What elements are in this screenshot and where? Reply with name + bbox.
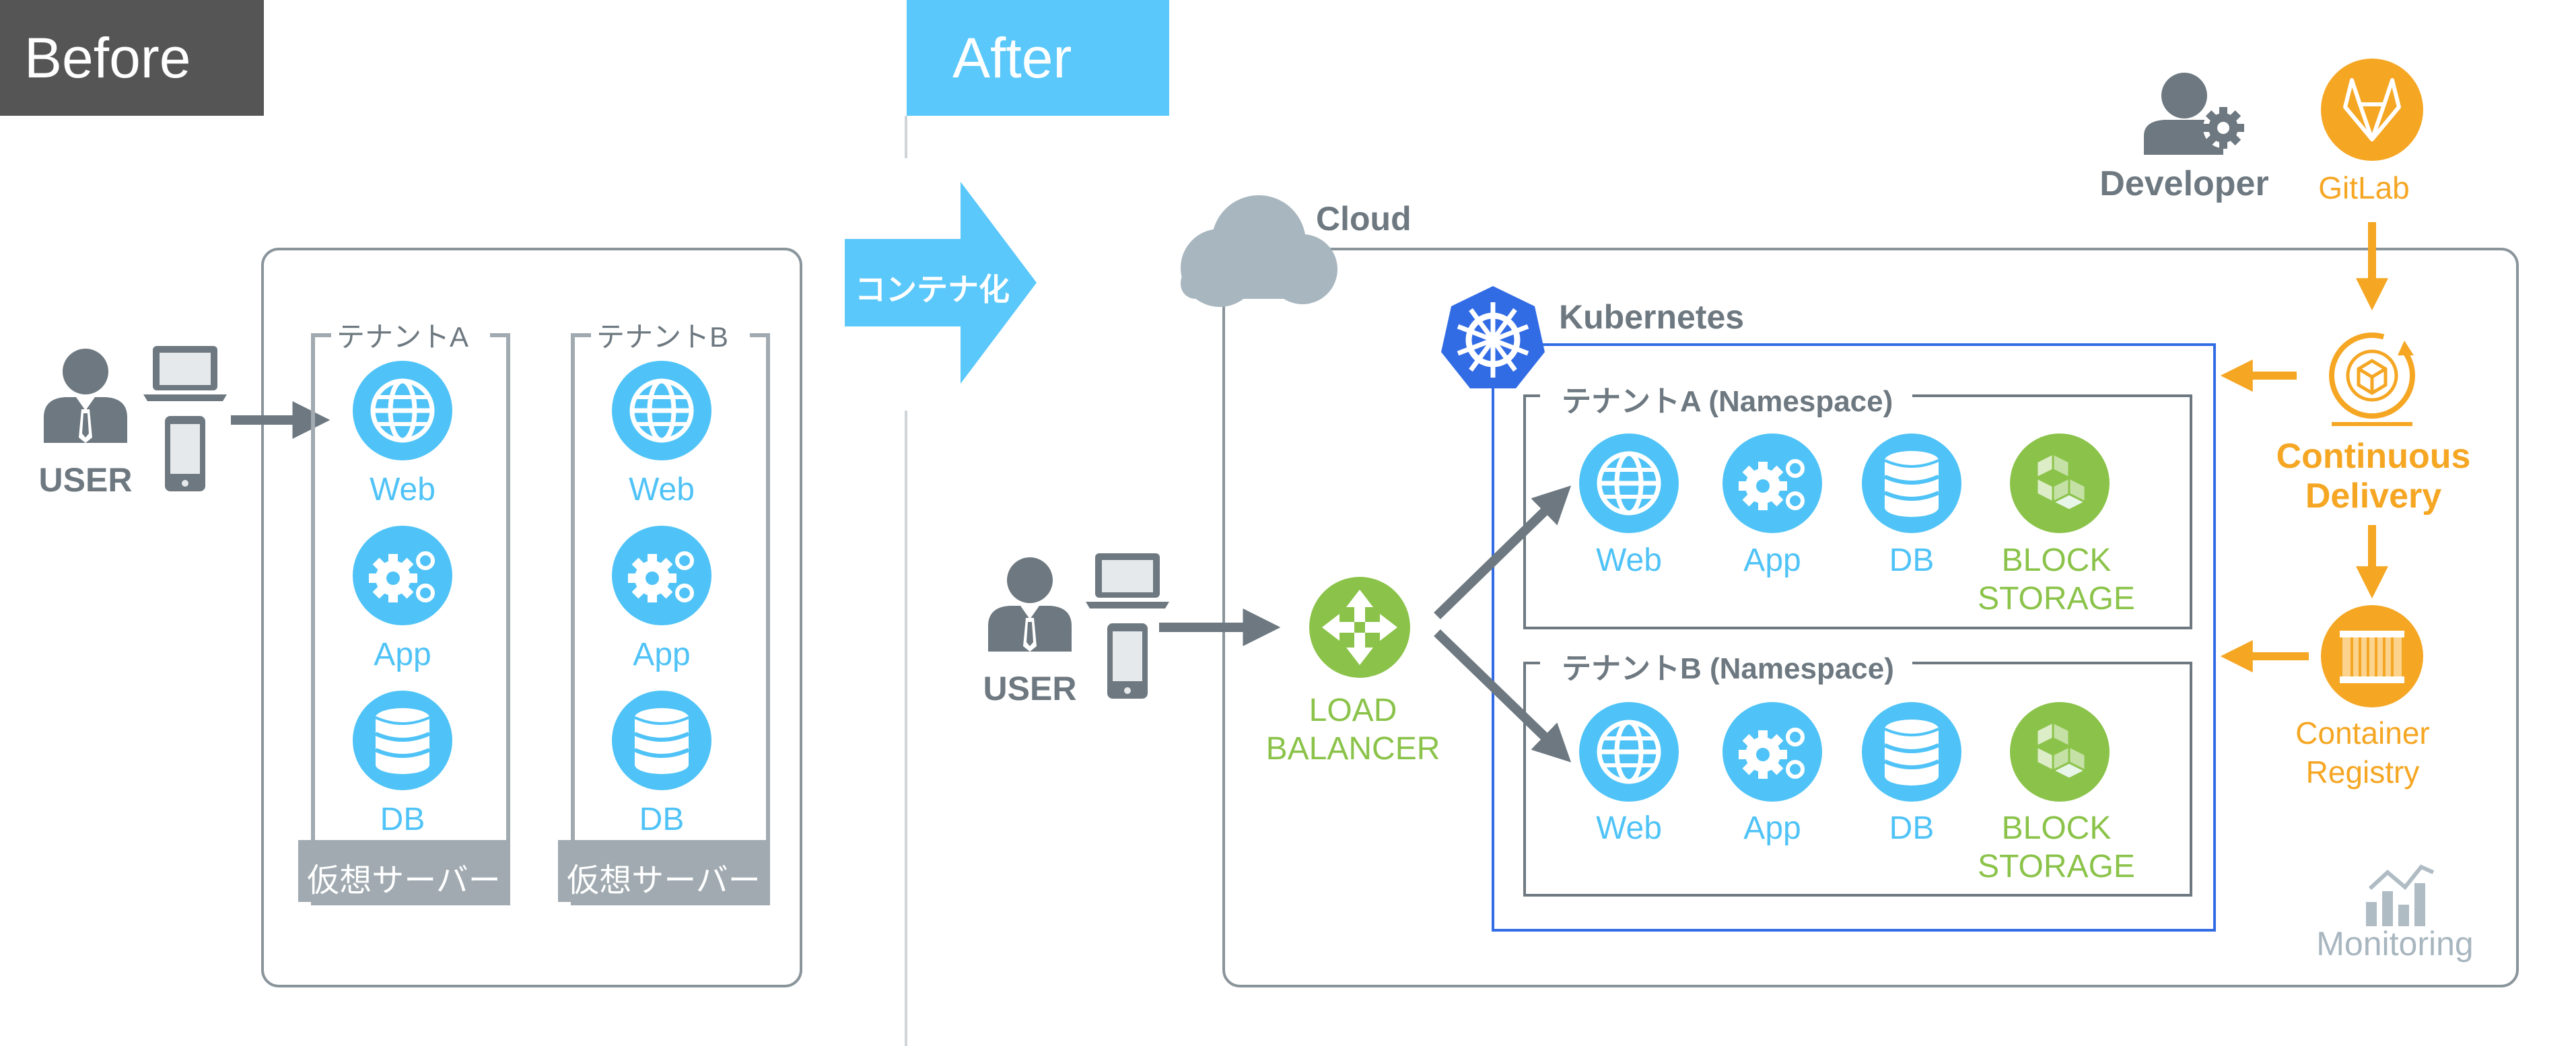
before-tenant-b-footer: 仮想サーバー <box>567 863 761 899</box>
before-tenant-b-title: テナントB <box>596 321 729 353</box>
after-section: USER <box>983 59 2519 987</box>
namespace-a-items <box>1579 432 2111 534</box>
before-tenant-a-footer-bg <box>298 840 510 902</box>
namespace-a-title: テナントA (Namespace) <box>1562 385 1893 418</box>
gears-icon <box>612 526 711 625</box>
container-registry-label-2: Registry <box>2305 755 2420 790</box>
before-tenant-a <box>298 333 510 905</box>
container-registry-icon <box>2321 605 2423 707</box>
globe-icon <box>1579 433 1679 533</box>
namespace-a-block-label-2: STORAGE <box>1978 581 2135 617</box>
gears-icon <box>353 526 452 625</box>
gitlab-icon <box>2321 59 2423 161</box>
database-icon <box>1862 433 1961 533</box>
globe-icon <box>353 361 452 460</box>
before-tenant-a-db-label: DB <box>380 802 425 837</box>
database-icon <box>1862 702 1961 802</box>
database-icon <box>353 691 452 790</box>
namespace-b-title: テナントB (Namespace) <box>1562 652 1894 685</box>
lb-arrow-upper <box>1434 485 1572 620</box>
gears-icon <box>1722 433 1822 533</box>
continuous-delivery-label-2: Delivery <box>2305 477 2442 516</box>
kubernetes-icon <box>1441 286 1545 388</box>
namespace-a-app-label: App <box>1743 543 1801 578</box>
block-storage-icon <box>2009 432 2111 534</box>
load-balancer-icon <box>1309 577 1410 678</box>
before-tenant-b-db-label: DB <box>639 802 685 837</box>
after-user-label: USER <box>983 670 1077 707</box>
load-balancer-label-1: LOAD <box>1309 693 1397 728</box>
containerization-label: コンテナ化 <box>855 272 1010 307</box>
globe-icon <box>1579 702 1679 802</box>
before-section: USER <box>39 248 802 987</box>
namespace-a-block-label-1: BLOCK <box>2001 543 2112 578</box>
lb-arrow-lower <box>1434 629 1572 763</box>
namespace-a-web-label: Web <box>1596 543 1662 578</box>
namespace-b-title-gap <box>1540 651 1912 678</box>
monitoring-icon <box>2366 864 2435 926</box>
block-storage-icon <box>2009 701 2111 803</box>
before-tenant-a-app-label: App <box>374 637 431 672</box>
monitoring-label: Monitoring <box>2316 925 2474 963</box>
user-icon <box>988 557 1072 652</box>
gitlab-label: GitLab <box>2318 170 2410 205</box>
before-tenant-b-footer-bg <box>558 840 769 902</box>
after-devices-icon <box>1086 553 1169 699</box>
namespace-b-block-label-2: STORAGE <box>1978 849 2135 884</box>
before-tenant-b-web-label: Web <box>629 472 695 508</box>
before-user-label: USER <box>39 461 133 499</box>
namespace-b-block-label-1: BLOCK <box>2001 810 2112 846</box>
namespace-b-app-label: App <box>1743 810 1801 846</box>
before-server-frame <box>261 248 802 987</box>
before-tenant-a-footer: 仮想サーバー <box>307 863 501 899</box>
cloud-icon <box>1181 195 1337 307</box>
load-balancer-label-2: BALANCER <box>1265 731 1440 767</box>
developer-icon <box>2144 73 2244 155</box>
before-devices-icon <box>143 346 227 491</box>
namespace-b-web-label: Web <box>1596 810 1662 846</box>
namespace-b-items <box>1579 701 2111 803</box>
before-user <box>44 349 127 443</box>
containerization-arrow <box>845 182 1037 384</box>
after-header-label: After <box>952 26 1072 90</box>
gears-icon <box>1722 702 1822 802</box>
before-header: Before <box>0 0 264 116</box>
developer-label: Developer <box>2099 164 2269 203</box>
kubernetes-label: Kubernetes <box>1559 298 1745 336</box>
after-user <box>988 557 1072 652</box>
database-icon <box>612 691 711 790</box>
after-header: After <box>907 0 1169 116</box>
cloud-frame <box>1222 248 2519 987</box>
before-tenant-b <box>558 333 770 905</box>
globe-icon <box>612 361 711 460</box>
kubernetes-frame <box>1492 343 2216 932</box>
continuous-delivery-icon <box>2329 333 2415 426</box>
namespace-b-db-label: DB <box>1889 810 1935 846</box>
namespace-a-db-label: DB <box>1889 543 1935 578</box>
before-tenant-a-title: テナントA <box>337 321 469 353</box>
continuous-delivery-label-1: Continuous <box>2276 437 2471 476</box>
before-tenant-a-web-label: Web <box>370 472 436 508</box>
user-icon <box>44 349 127 443</box>
namespace-a-title-gap <box>1540 384 1912 411</box>
cloud-label: Cloud <box>1316 200 1412 238</box>
before-tenant-b-app-label: App <box>633 637 691 672</box>
before-header-label: Before <box>24 26 191 90</box>
container-registry-label-1: Container <box>2295 716 2430 751</box>
